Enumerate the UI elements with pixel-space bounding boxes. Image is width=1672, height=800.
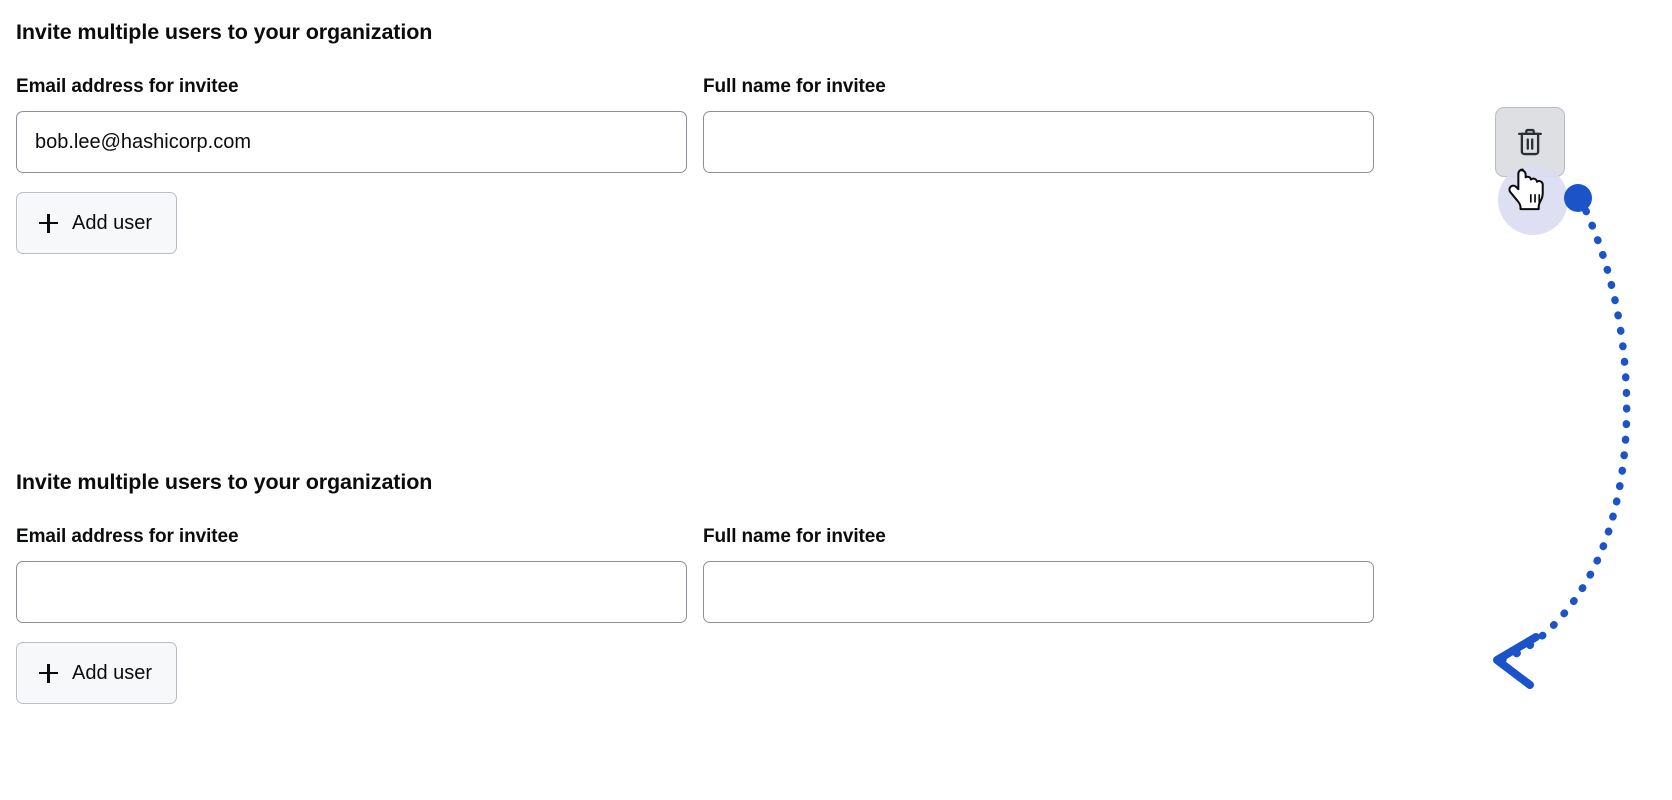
- invitee-row-empty: Email address for invitee Full name for …: [16, 525, 1656, 704]
- fullname-field-group-2: Full name for invitee: [703, 525, 1374, 623]
- page-title: Invite multiple users to your organizati…: [16, 20, 433, 44]
- fullname-input-2[interactable]: [703, 561, 1374, 623]
- delete-invitee-button[interactable]: [1495, 107, 1565, 177]
- fullname-field-group: Full name for invitee: [703, 75, 1374, 173]
- fullname-field-label-2: Full name for invitee: [703, 526, 886, 547]
- invite-section-bottom: Invite multiple users to your organizati…: [16, 468, 1656, 704]
- email-input-2[interactable]: [16, 561, 687, 623]
- add-user-button-2[interactable]: Add user: [16, 642, 178, 704]
- annotation-origin-dot: [1564, 184, 1592, 212]
- fullname-field-label: Full name for invitee: [703, 76, 886, 97]
- email-field-label-2: Email address for invitee: [16, 526, 239, 547]
- invitee-row: Email address for invitee Full name for …: [16, 75, 1656, 254]
- email-field-label: Email address for invitee: [16, 76, 239, 97]
- email-input[interactable]: [16, 111, 687, 173]
- page-title-secondary: Invite multiple users to your organizati…: [16, 470, 433, 494]
- plus-icon: [39, 213, 58, 233]
- add-user-button-label-2: Add user: [72, 662, 153, 684]
- annotation-arrow-head: [1493, 633, 1540, 689]
- add-user-button[interactable]: Add user: [16, 192, 178, 254]
- email-field-group-2: Email address for invitee: [16, 525, 687, 623]
- plus-icon-2: [39, 663, 58, 683]
- email-field-group: Email address for invitee: [16, 75, 687, 173]
- fullname-input[interactable]: [703, 111, 1374, 173]
- add-user-button-label: Add user: [72, 212, 153, 234]
- trash-icon: [1515, 126, 1545, 158]
- invite-section-top: Invite multiple users to your organizati…: [16, 18, 1656, 254]
